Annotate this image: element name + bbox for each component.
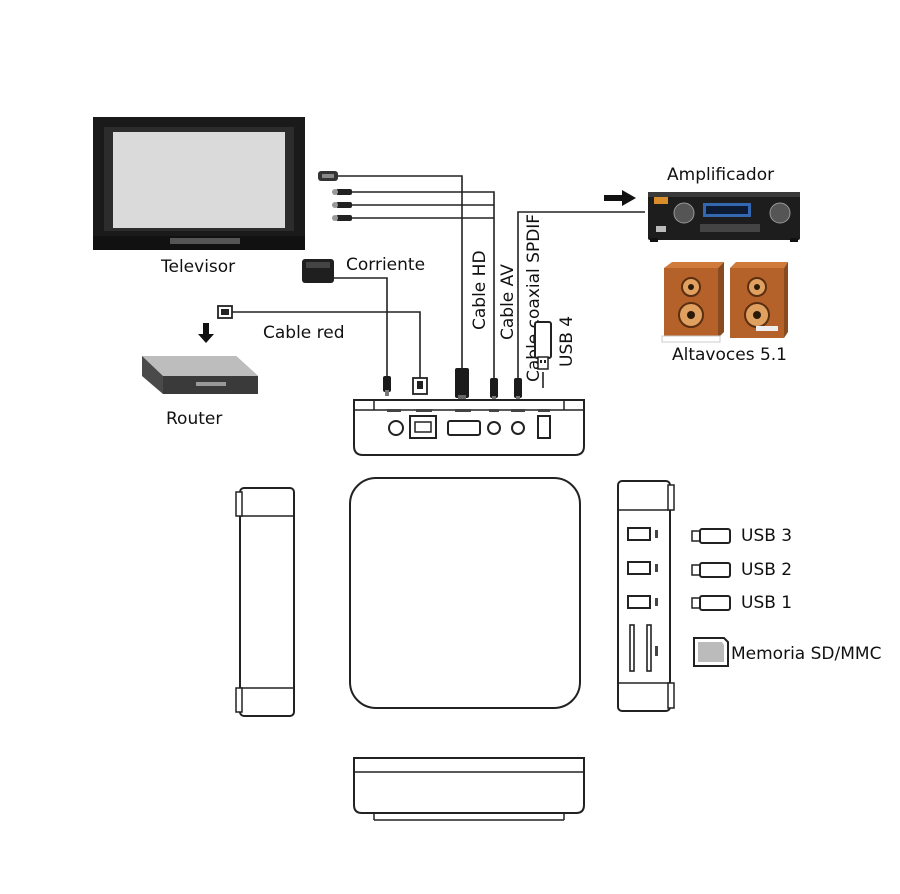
router-label: Router: [166, 409, 222, 429]
speakers-label: Altavoces 5.1: [672, 345, 787, 365]
tvbox-right-side: [617, 480, 675, 712]
usb4-label: USB 4: [557, 316, 577, 367]
tv-cable-plugs: [318, 171, 352, 221]
network-plug-end: [217, 305, 233, 319]
power-adapter: [302, 259, 334, 283]
amplifier-label: Amplificador: [667, 165, 774, 185]
speaker-right: [730, 262, 788, 338]
spdif-plug: [514, 378, 522, 402]
tvbox-front-view: [353, 757, 585, 821]
amplifier: [648, 192, 800, 242]
usb1-stick-icon: [691, 595, 731, 611]
usb2-label: USB 2: [741, 560, 792, 580]
power-plug: [383, 376, 391, 396]
power-label: Corriente: [346, 255, 425, 275]
tvbox-left-side: [235, 487, 295, 717]
network-plug: [412, 377, 428, 395]
usb3-stick-icon: [691, 528, 731, 544]
television: [93, 117, 305, 250]
usb4-stick: [534, 321, 552, 388]
hd-cable-label: Cable HD: [470, 250, 490, 330]
sd-card-label: Memoria SD/MMC: [731, 644, 881, 664]
network-cable: [232, 311, 421, 380]
router: [142, 356, 258, 394]
usb2-stick-icon: [691, 562, 731, 578]
usb1-label: USB 1: [741, 593, 792, 613]
arrow-down-icon: [198, 323, 214, 343]
speaker-left: [661, 262, 724, 343]
tvbox-back-panel: [353, 399, 585, 456]
tv-label: Televisor: [160, 257, 235, 277]
hd-plug: [455, 368, 469, 403]
av-cable-1: [352, 191, 495, 380]
spdif-cable: [517, 211, 645, 382]
av-plug: [490, 378, 498, 402]
av-cable-label: Cable AV: [498, 264, 518, 340]
power-cable: [334, 277, 388, 380]
arrow-right-icon: [604, 190, 636, 206]
sd-card-icon: [693, 637, 729, 667]
usb3-label: USB 3: [741, 526, 792, 546]
network-label: Cable red: [263, 323, 345, 343]
tvbox-top-view: [349, 477, 581, 709]
hd-cable: [338, 175, 463, 370]
